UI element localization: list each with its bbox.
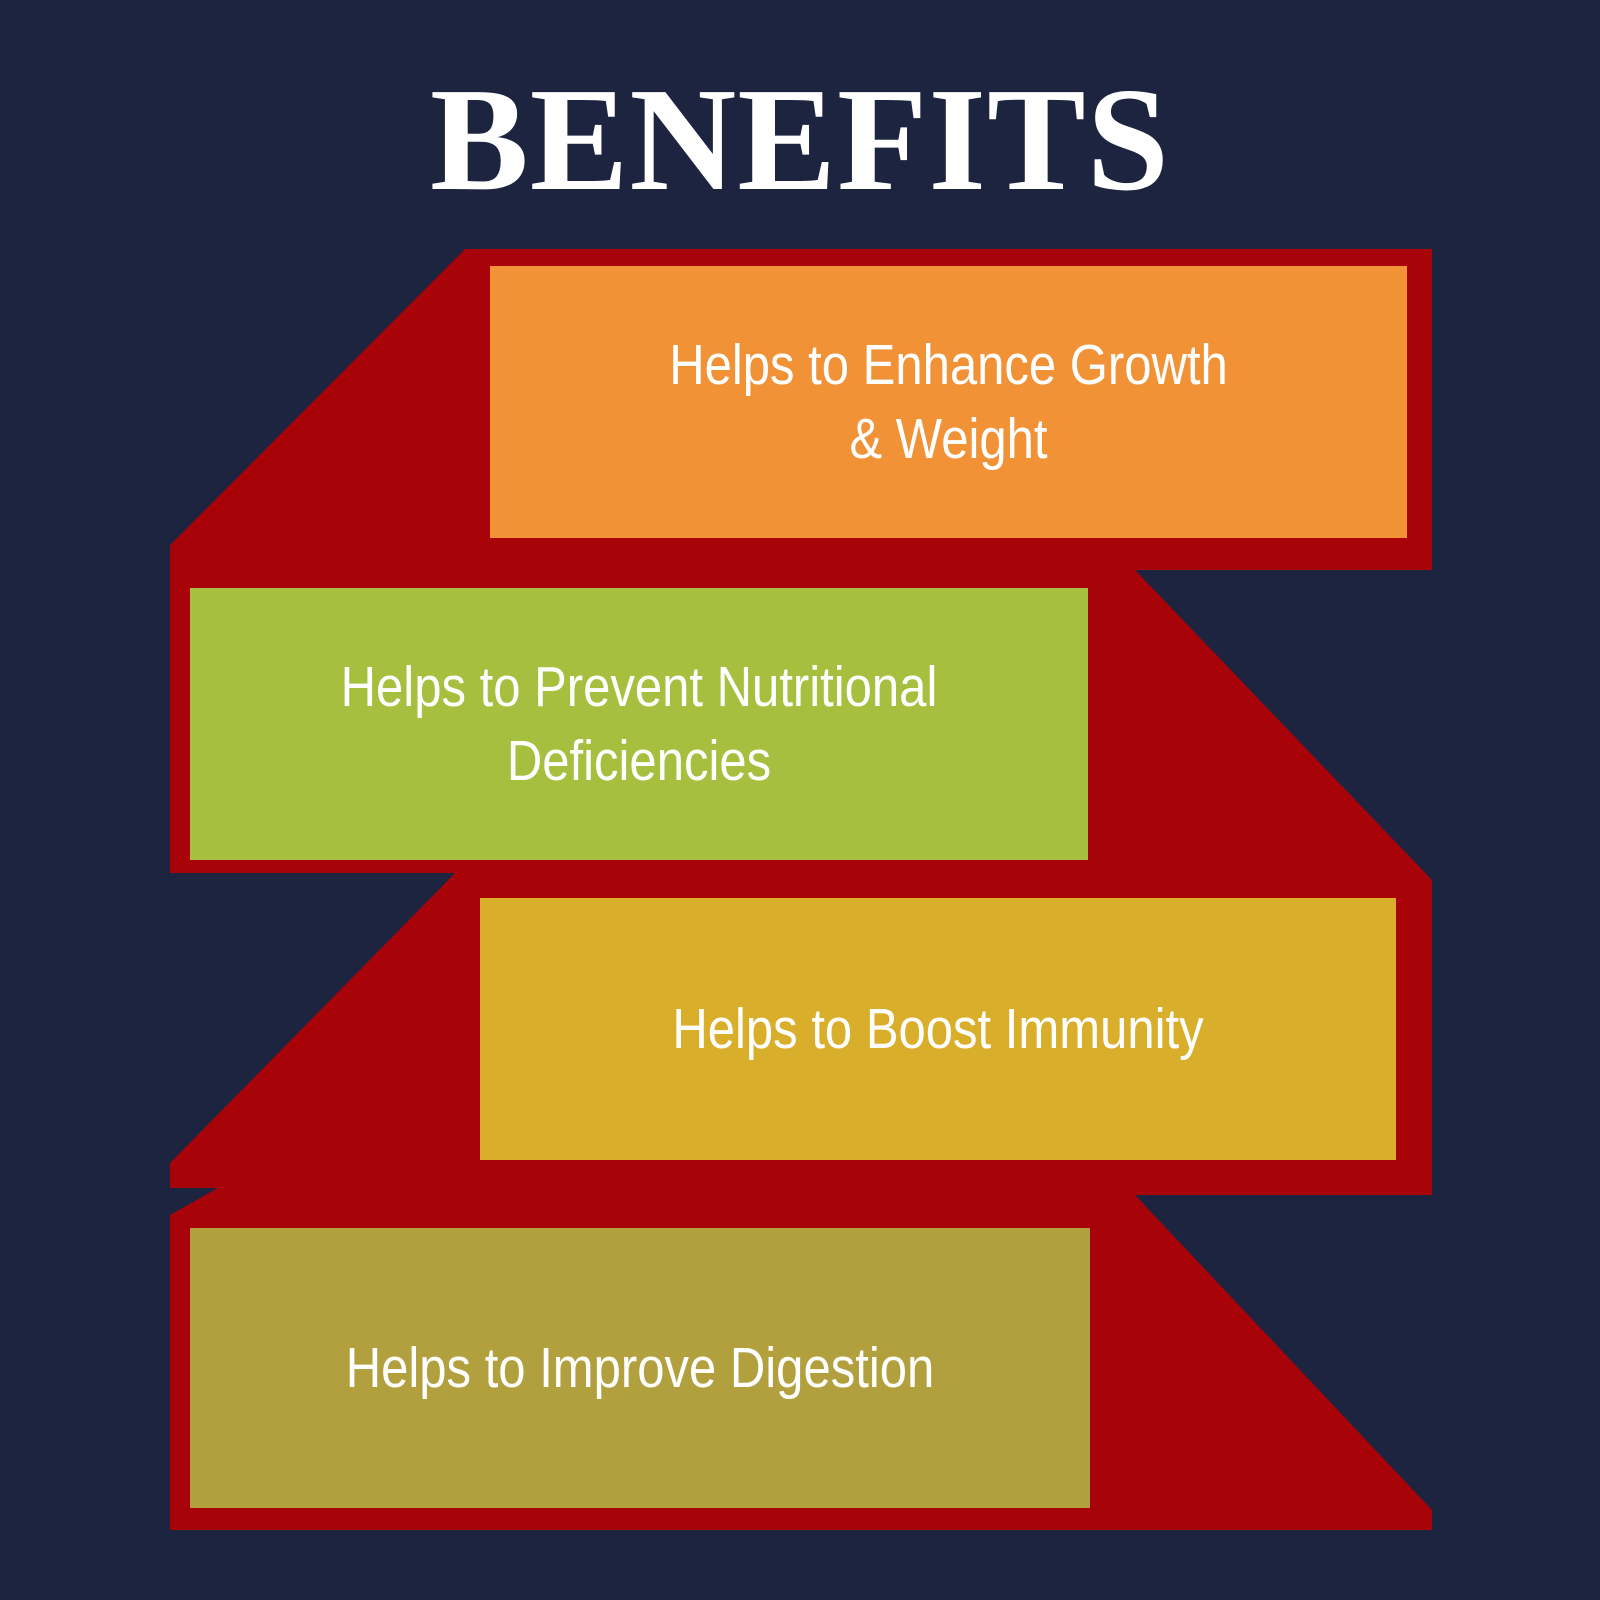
benefit-card-3[interactable]: Helps to Boost Immunity: [480, 898, 1396, 1160]
benefit-label-4: Helps to Improve Digestion: [345, 1335, 935, 1400]
page-title: BENEFITS: [429, 58, 1171, 222]
benefit-card-4[interactable]: Helps to Improve Digestion: [190, 1228, 1090, 1508]
notch-left-lower: [170, 873, 455, 1163]
benefit-label-1: Helps to Enhance Growth & Weight: [669, 332, 1228, 471]
notch-right-lower: [1135, 1195, 1432, 1510]
benefit-card-2[interactable]: Helps to Prevent Nutritional Deficiencie…: [190, 588, 1088, 860]
notch-right-upper: [1135, 570, 1432, 880]
notch-bottom-left: [170, 1188, 218, 1215]
benefit-label-2: Helps to Prevent Nutritional Deficiencie…: [340, 654, 938, 793]
benefit-label-3: Helps to Boost Immunity: [672, 996, 1204, 1061]
benefit-card-1[interactable]: Helps to Enhance Growth & Weight: [490, 266, 1407, 538]
notch-top-left: [170, 249, 465, 545]
